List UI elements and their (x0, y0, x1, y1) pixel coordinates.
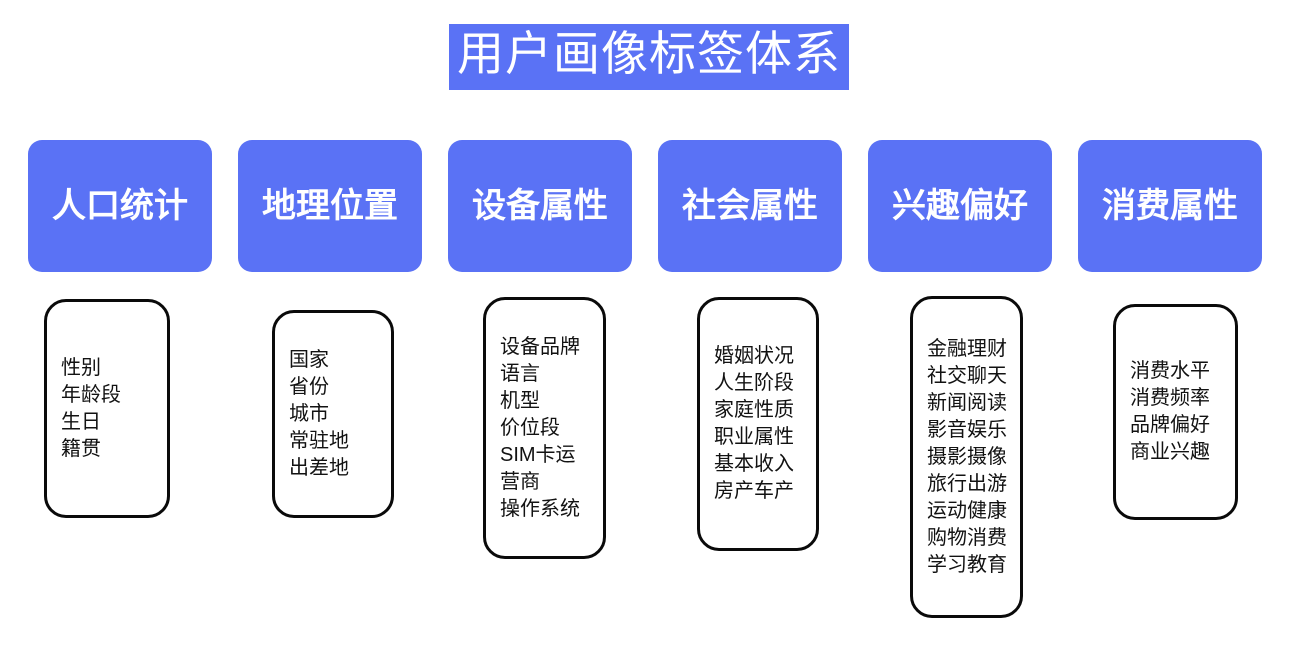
attribute-list: 婚姻状况 人生阶段 家庭性质 职业属性 基本收入 房产车产 (700, 343, 816, 505)
attribute-item: 婚姻状况 (714, 345, 794, 367)
page-title-text: 用户画像标签体系 (457, 29, 841, 81)
attribute-box-consumption[interactable]: 消费水平 消费频率 品牌偏好 商业兴趣 (1113, 304, 1238, 520)
attribute-item: 基本收入 (714, 453, 794, 475)
category-header-label: 社会属性 (682, 187, 818, 225)
category-header-interests[interactable]: 兴趣偏好 (868, 140, 1052, 272)
attribute-item: 机型 (500, 389, 540, 412)
attribute-item: SIM卡运 (500, 443, 576, 466)
category-column-geolocation: 地理位置 国家 省份 城市 常驻地 出差地 (216, 0, 426, 654)
category-header-label: 人口统计 (52, 187, 188, 225)
attribute-list: 消费水平 消费频率 品牌偏好 商业兴趣 (1116, 358, 1235, 466)
attribute-item: 营商 (500, 470, 540, 493)
attribute-item: 省份 (289, 375, 329, 398)
attribute-item: 语言 (500, 362, 540, 385)
attribute-box-demographics[interactable]: 性别 年龄段 生日 籍贯 (44, 299, 170, 518)
attribute-item: 职业属性 (714, 426, 794, 448)
attribute-item: 籍贯 (61, 437, 101, 460)
category-header-geolocation[interactable]: 地理位置 (238, 140, 422, 272)
category-header-device[interactable]: 设备属性 (448, 140, 632, 272)
attribute-item: 生日 (61, 410, 101, 433)
attribute-item: 设备品牌 (500, 335, 580, 358)
attribute-item: 年龄段 (61, 383, 121, 406)
attribute-item: 操作系统 (500, 497, 580, 520)
attribute-item: 性别 (61, 356, 101, 379)
attribute-box-device[interactable]: 设备品牌 语言 机型 价位段 SIM卡运 营商 操作系统 (483, 297, 606, 559)
attribute-item: 城市 (289, 402, 329, 425)
category-header-consumption[interactable]: 消费属性 (1078, 140, 1262, 272)
attribute-item: 国家 (289, 348, 329, 371)
attribute-item: 消费频率 (1130, 387, 1210, 409)
attribute-item: 社交聊天 (927, 364, 1007, 387)
category-header-label: 地理位置 (262, 187, 398, 225)
attribute-item: 常驻地 (289, 429, 349, 452)
category-header-label: 设备属性 (472, 187, 608, 225)
attribute-item: 消费水平 (1130, 360, 1210, 382)
category-column-interests: 兴趣偏好 金融理财 社交聊天 新闻阅读 影音娱乐 摄影摄像 旅行出游 运动健康 … (846, 0, 1056, 654)
attribute-item: 运动健康 (927, 499, 1007, 522)
attribute-item: 品牌偏好 (1130, 414, 1210, 436)
attribute-item: 新闻阅读 (927, 391, 1007, 414)
attribute-box-geolocation[interactable]: 国家 省份 城市 常驻地 出差地 (272, 310, 394, 518)
attribute-item: 金融理财 (927, 337, 1007, 360)
category-header-label: 兴趣偏好 (892, 187, 1028, 225)
category-column-social: 社会属性 婚姻状况 人生阶段 家庭性质 职业属性 基本收入 房产车产 (636, 0, 846, 654)
category-header-demographics[interactable]: 人口统计 (28, 140, 212, 272)
attribute-item: 出差地 (289, 456, 349, 479)
category-column-consumption: 消费属性 消费水平 消费频率 品牌偏好 商业兴趣 (1056, 0, 1266, 654)
attribute-item: 商业兴趣 (1130, 441, 1210, 463)
attribute-item: 摄影摄像 (927, 445, 1007, 468)
category-header-label: 消费属性 (1102, 187, 1238, 225)
category-header-social[interactable]: 社会属性 (658, 140, 842, 272)
attribute-list: 国家 省份 城市 常驻地 出差地 (275, 347, 391, 482)
attribute-item: 购物消费 (927, 526, 1007, 549)
attribute-item: 旅行出游 (927, 472, 1007, 495)
attribute-item: 学习教育 (927, 553, 1007, 576)
attribute-item: 影音娱乐 (927, 418, 1007, 441)
attribute-item: 价位段 (500, 416, 560, 439)
category-column-demographics: 人口统计 性别 年龄段 生日 籍贯 (6, 0, 216, 654)
page-title: 用户画像标签体系 (449, 24, 849, 90)
attribute-box-interests[interactable]: 金融理财 社交聊天 新闻阅读 影音娱乐 摄影摄像 旅行出游 运动健康 购物消费 … (910, 296, 1023, 618)
attribute-item: 家庭性质 (714, 399, 794, 421)
attribute-list: 性别 年龄段 生日 籍贯 (47, 355, 167, 463)
attribute-list: 金融理财 社交聊天 新闻阅读 影音娱乐 摄影摄像 旅行出游 运动健康 购物消费 … (913, 336, 1020, 579)
category-column-device: 设备属性 设备品牌 语言 机型 价位段 SIM卡运 营商 操作系统 (426, 0, 636, 654)
attribute-box-social[interactable]: 婚姻状况 人生阶段 家庭性质 职业属性 基本收入 房产车产 (697, 297, 819, 551)
attribute-item: 房产车产 (714, 480, 794, 502)
attribute-list: 设备品牌 语言 机型 价位段 SIM卡运 营商 操作系统 (486, 334, 603, 523)
attribute-item: 人生阶段 (714, 372, 794, 394)
